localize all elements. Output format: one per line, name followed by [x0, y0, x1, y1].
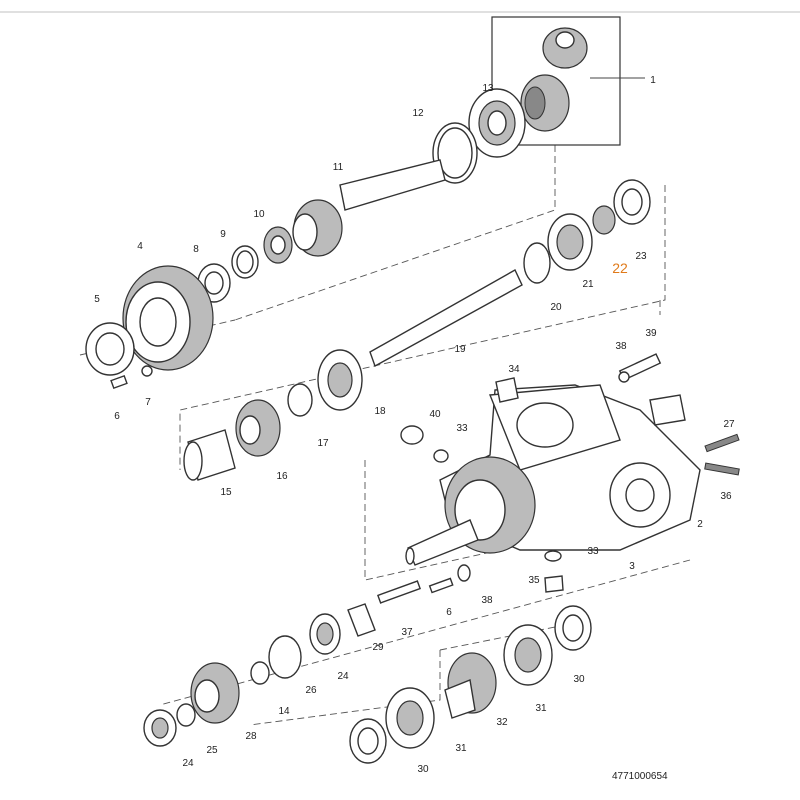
callout-5[interactable]: 5 — [94, 294, 100, 305]
callout-35[interactable]: 35 — [528, 575, 540, 586]
callout-18[interactable]: 18 — [374, 406, 386, 417]
callout-1[interactable]: 1 — [650, 75, 656, 86]
callout-2[interactable]: 2 — [697, 519, 703, 530]
callout-6[interactable]: 6 — [114, 411, 120, 422]
callout-20[interactable]: 20 — [550, 302, 562, 313]
callout-34[interactable]: 34 — [508, 364, 520, 375]
callout-10[interactable]: 10 — [253, 209, 265, 220]
callout-7[interactable]: 7 — [145, 397, 151, 408]
callout-25[interactable]: 25 — [206, 745, 218, 756]
callout-33b[interactable]: 33 — [587, 546, 599, 557]
middle-shaft-assembly[interactable] — [183, 179, 651, 481]
gearbox-housing[interactable] — [400, 353, 740, 593]
callout-38b[interactable]: 38 — [481, 595, 493, 606]
callout-6b[interactable]: 6 — [446, 607, 452, 618]
callout-9[interactable]: 9 — [220, 229, 226, 240]
callout-24[interactable]: 24 — [337, 671, 349, 682]
callout-36[interactable]: 36 — [720, 491, 732, 502]
callout-22-highlighted[interactable]: 22 — [612, 260, 628, 276]
callout-27[interactable]: 27 — [723, 419, 735, 430]
assembly-guide-lines — [79, 145, 691, 726]
lower-shaft-assembly[interactable] — [143, 564, 592, 764]
callout-4[interactable]: 4 — [137, 241, 143, 252]
callout-38[interactable]: 38 — [615, 341, 627, 352]
callout-26[interactable]: 26 — [305, 685, 317, 696]
callout-14[interactable]: 14 — [278, 706, 290, 717]
callout-23[interactable]: 23 — [635, 251, 647, 262]
callout-8[interactable]: 8 — [193, 244, 199, 255]
top-divider — [0, 11, 800, 13]
callout-30b[interactable]: 30 — [417, 764, 429, 775]
callout-3[interactable]: 3 — [629, 561, 635, 572]
callout-11[interactable]: 11 — [333, 162, 344, 173]
part-1-gear-set[interactable] — [491, 16, 645, 146]
callout-40[interactable]: 40 — [429, 409, 441, 420]
callout-39[interactable]: 39 — [645, 328, 657, 339]
callout-13[interactable]: 13 — [482, 83, 494, 94]
callout-19[interactable]: 19 — [454, 344, 466, 355]
callout-16[interactable]: 16 — [276, 471, 288, 482]
callout-12[interactable]: 12 — [412, 108, 424, 119]
callout-15[interactable]: 15 — [220, 487, 232, 498]
callout-labels: 1 13 12 11 10 9 8 4 5 6 7 23 22 21 20 19… — [94, 75, 735, 775]
callout-31b[interactable]: 31 — [455, 743, 467, 754]
callout-33[interactable]: 33 — [456, 423, 468, 434]
drawing-code: 4771000654 — [612, 771, 668, 782]
callout-21[interactable]: 21 — [582, 279, 594, 290]
callout-17[interactable]: 17 — [317, 438, 329, 449]
callout-29[interactable]: 29 — [372, 642, 384, 653]
callout-30[interactable]: 30 — [573, 674, 585, 685]
callout-24b[interactable]: 24 — [182, 758, 194, 769]
callout-32[interactable]: 32 — [496, 717, 508, 728]
upper-shaft-assembly[interactable] — [85, 88, 526, 390]
callout-31[interactable]: 31 — [535, 703, 547, 714]
callout-28[interactable]: 28 — [245, 731, 257, 742]
callout-37[interactable]: 37 — [401, 627, 413, 638]
